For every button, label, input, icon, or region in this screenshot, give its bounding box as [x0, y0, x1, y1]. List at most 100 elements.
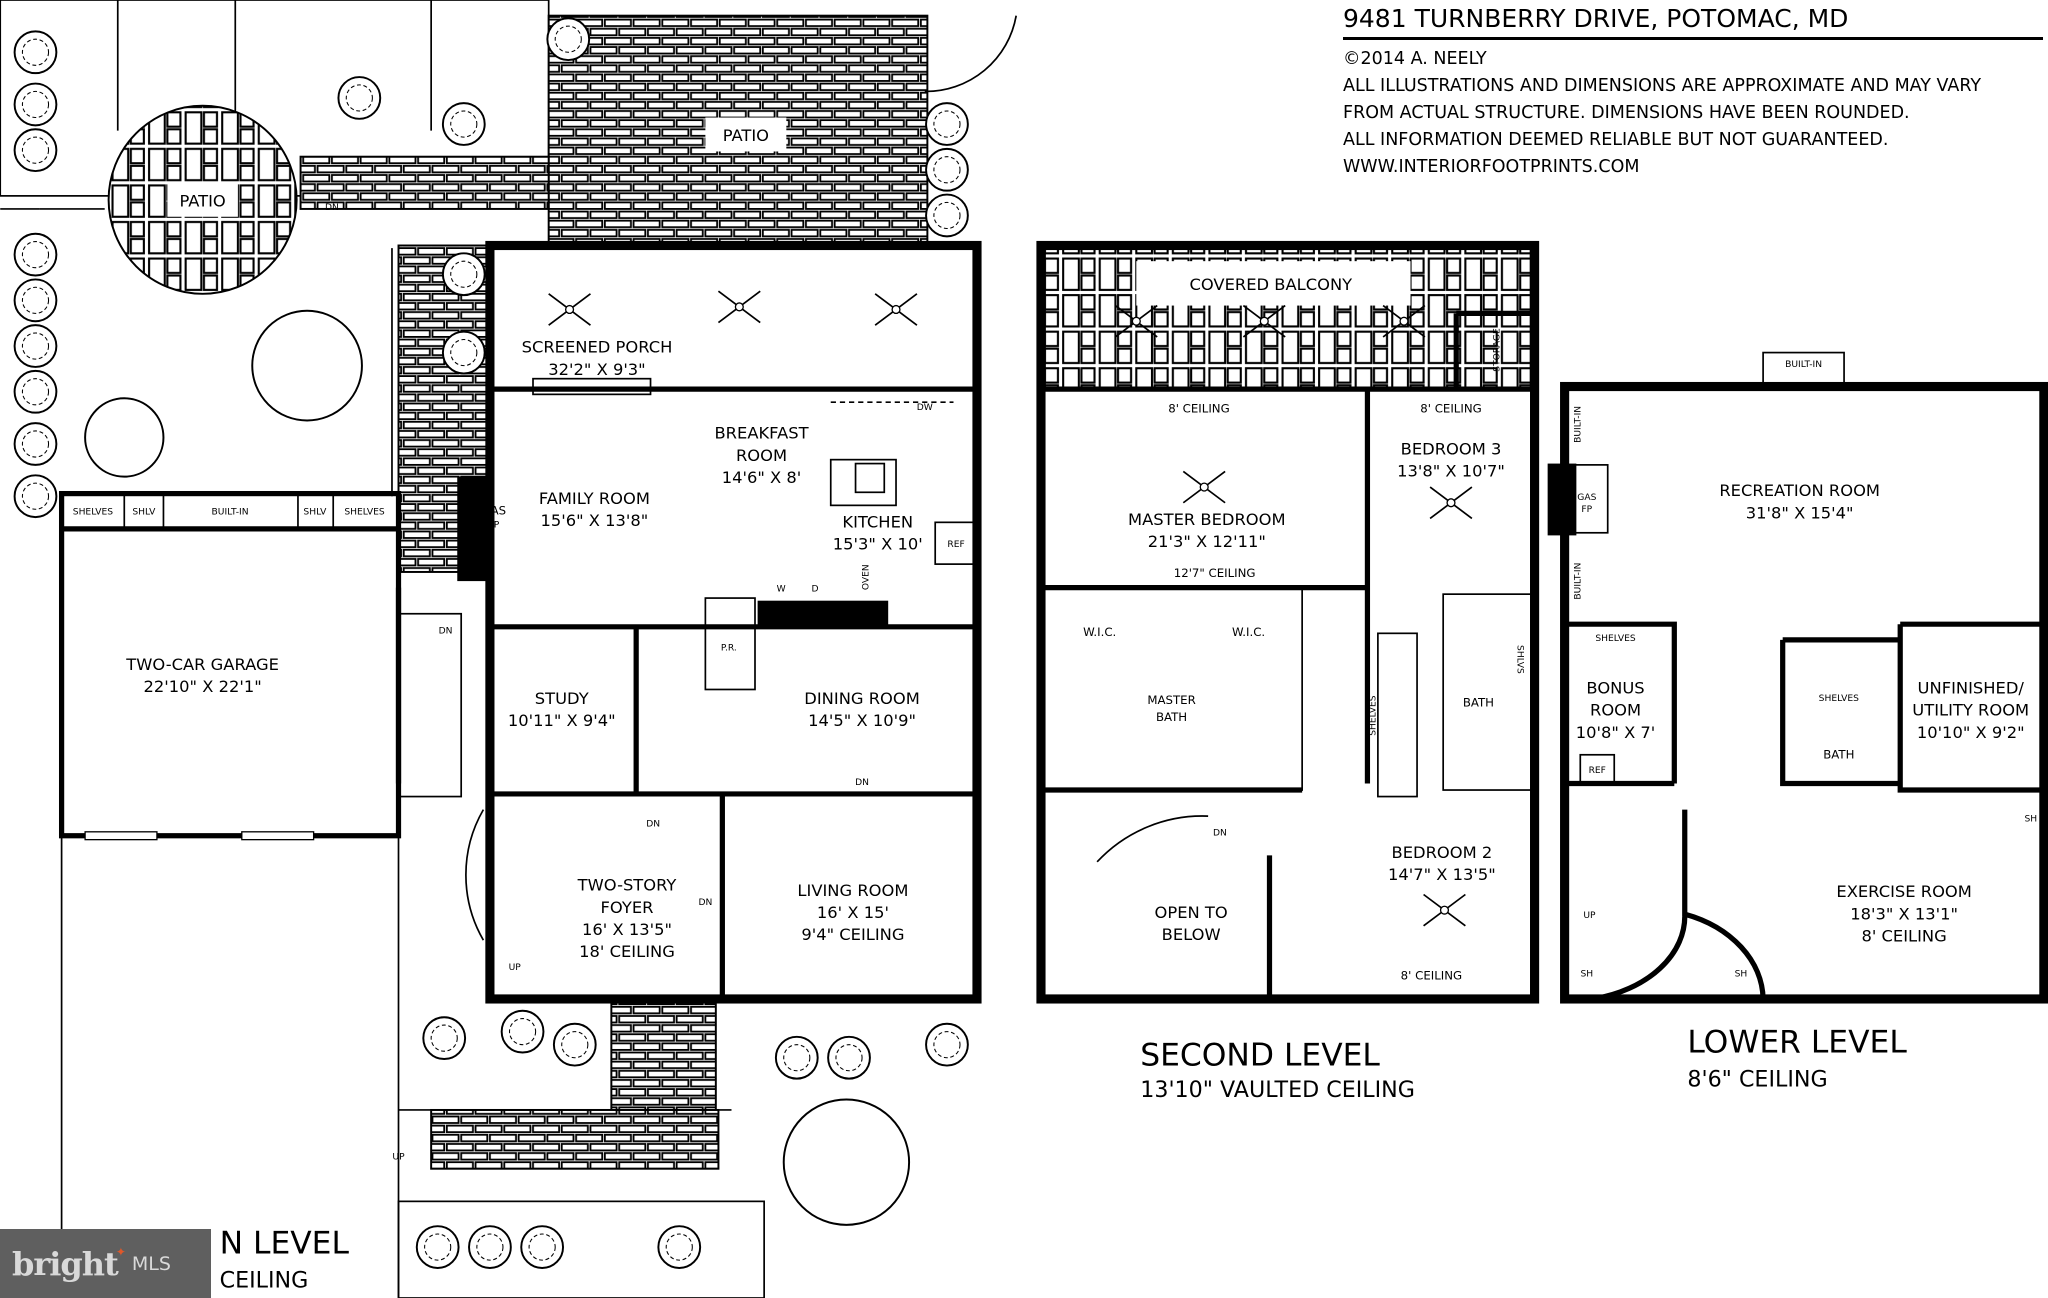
fireplace-label: FP	[1581, 505, 1592, 515]
shlvs-label: SHLVS	[1515, 645, 1525, 674]
stair-dn-label: DN	[325, 203, 339, 213]
main-level: PATIO PATIO DN UP SHELVES SHLV BUILT-IN	[0, 0, 1018, 1298]
fireplace-label: FP	[488, 521, 499, 531]
master-ceiling: 12'7" CEILING	[1174, 566, 1256, 580]
breakfast-name: BREAKFAST	[714, 424, 809, 443]
stair-up-label: UP	[1583, 911, 1596, 921]
lower-level-title: LOWER LEVEL	[1687, 1025, 1907, 1061]
sh-label: SH	[2024, 814, 2037, 824]
built-in-label: BUILT-IN	[1573, 406, 1583, 443]
shelves-label: SHELVES	[1368, 695, 1378, 736]
utility-room-name: UNFINISHED/	[1918, 678, 2025, 697]
foyer-dims: 16' X 13'5"	[582, 920, 672, 939]
copyright: ©2014 A. NEELY	[1343, 49, 1487, 69]
pantry-label: PAN	[858, 603, 881, 617]
garage-shelves-label: SHELVES	[73, 507, 114, 517]
garage-name: TWO-CAR GARAGE	[125, 655, 279, 674]
living-dims: 16' X 15'	[817, 903, 889, 922]
disclaimer-line: FROM ACTUAL STRUCTURE. DIMENSIONS HAVE B…	[1343, 103, 1910, 123]
family-room-dims: 15'6" X 13'8"	[540, 511, 648, 530]
living-name: LIVING ROOM	[797, 881, 908, 900]
address-title: 9481 TURNBERRY DRIVE, POTOMAC, MD	[1343, 4, 2043, 40]
header-block: 9481 TURNBERRY DRIVE, POTOMAC, MD ©2014 …	[1343, 4, 2043, 181]
garage-builtin-label: BUILT-IN	[212, 507, 249, 517]
master-bath-name: MASTER	[1147, 693, 1195, 707]
bedroom2-dims: 14'7" X 13'5"	[1388, 865, 1496, 884]
ceiling-fan-icon	[547, 290, 918, 327]
recreation-dims: 31'8" X 15'4"	[1746, 503, 1854, 522]
ceiling-fan-icon	[1114, 304, 1473, 927]
bath-label: BATH	[1463, 695, 1494, 709]
powder-room-label: P.R.	[721, 643, 737, 653]
bonus-room-name: BONUS	[1586, 678, 1644, 697]
garage-shelves-label: SHELVES	[344, 507, 385, 517]
open-to-below: BELOW	[1162, 925, 1221, 944]
living-ceiling: 9'4" CEILING	[801, 925, 904, 944]
breakfast-dims: 14'6" X 8'	[722, 468, 802, 487]
foyer-name: FOYER	[601, 898, 654, 917]
shelves-label: SHELVES	[1595, 634, 1636, 644]
lower-level: BUILT-IN BUILT-IN BUILT-IN GAS FP RECREA…	[1547, 351, 2048, 1092]
stair-up-label: UP	[509, 963, 522, 973]
utility-room-dims: 10'10" X 9'2"	[1917, 723, 2025, 742]
master-ceiling-top: 8' CEILING	[1168, 402, 1229, 416]
sh-label: SH	[1580, 970, 1593, 980]
main-house-walls	[395, 240, 982, 1004]
main-level-title: N LEVEL	[220, 1226, 350, 1262]
kitchen-dims: 15'3" X 10'	[833, 535, 923, 554]
gas-label: GAS	[482, 503, 507, 517]
bedroom3-name: BEDROOM 3	[1401, 439, 1502, 458]
oven-label: OVEN	[862, 564, 872, 590]
master-bath-name: BATH	[1156, 710, 1187, 724]
kitchen-name: KITCHEN	[842, 513, 913, 532]
disclaimer-line: ALL ILLUSTRATIONS AND DIMENSIONS ARE APP…	[1343, 76, 1982, 96]
washer-label: W	[777, 585, 786, 595]
website-link: WWW.INTERIORFOOTPRINTS.COM	[1343, 157, 1640, 177]
master-bedroom-dims: 21'3" X 12'11"	[1148, 532, 1266, 551]
foyer-ceiling: 18' CEILING	[579, 942, 675, 961]
family-room-name: FAMILY ROOM	[539, 489, 650, 508]
logo-suffix: MLS	[131, 1252, 171, 1275]
bedroom3-ceiling: 8' CEILING	[1420, 402, 1481, 416]
patio-top-label: PATIO	[723, 126, 769, 145]
balcony-name: COVERED BALCONY	[1189, 275, 1352, 294]
exercise-room-name: EXERCISE ROOM	[1836, 882, 1971, 901]
breakfast-name: ROOM	[736, 446, 787, 465]
bedroom2-ceiling: 8' CEILING	[1401, 968, 1462, 982]
second-level: COVERED BALCONY STORAGE 8' CEILING MASTE…	[1036, 240, 1540, 1103]
screened-porch-dims: 32'2" X 9'3"	[548, 360, 645, 379]
stair-dn-label: DN	[646, 820, 660, 830]
exercise-room-dims: 18'3" X 13'1"	[1850, 904, 1958, 923]
wic-label: W.I.C.	[1083, 625, 1116, 639]
exercise-room-ceiling: 8' CEILING	[1861, 927, 1946, 946]
dryer-label: D	[812, 585, 819, 595]
master-bedroom-name: MASTER BEDROOM	[1128, 510, 1286, 529]
bedroom2-name: BEDROOM 2	[1392, 843, 1493, 862]
utility-room-name: UTILITY ROOM	[1912, 701, 2029, 720]
disclaimer-line: ALL INFORMATION DEEMED RELIABLE BUT NOT …	[1343, 130, 1889, 150]
recreation-name: RECREATION ROOM	[1719, 481, 1880, 500]
bedroom3-dims: 13'8" X 10'7"	[1397, 462, 1505, 481]
study-dims: 10'11" X 9'4"	[508, 711, 616, 730]
bright-mls-watermark: bright ✦ MLS	[0, 1229, 211, 1298]
bonus-room-dims: 10'8" X 7'	[1576, 723, 1656, 742]
lower-level-subtitle: 8'6" CEILING	[1687, 1066, 1827, 1092]
logo-brand: bright	[12, 1244, 119, 1283]
garage-dims: 22'10" X 22'1"	[144, 677, 262, 696]
main-level-subtitle: CEILING	[220, 1268, 309, 1294]
dw-label: DW	[917, 403, 933, 413]
garage-shlv-label: SHLV	[132, 507, 156, 517]
foyer-name: TWO-STORY	[577, 876, 677, 895]
stair-dn-label: DN	[439, 626, 453, 636]
dining-name: DINING ROOM	[804, 689, 920, 708]
bonus-room-name: ROOM	[1590, 701, 1641, 720]
wic-label: W.I.C.	[1232, 625, 1265, 639]
screened-porch-name: SCREENED PORCH	[522, 338, 673, 357]
stair-up-outdoor: UP	[392, 1153, 405, 1163]
garage-shlv-label: SHLV	[303, 507, 327, 517]
built-in-label: BUILT-IN	[1785, 360, 1822, 370]
dining-dims: 14'5" X 10'9"	[808, 711, 916, 730]
open-to-below: OPEN TO	[1155, 903, 1228, 922]
second-level-subtitle: 13'10" VAULTED CEILING	[1140, 1077, 1415, 1103]
